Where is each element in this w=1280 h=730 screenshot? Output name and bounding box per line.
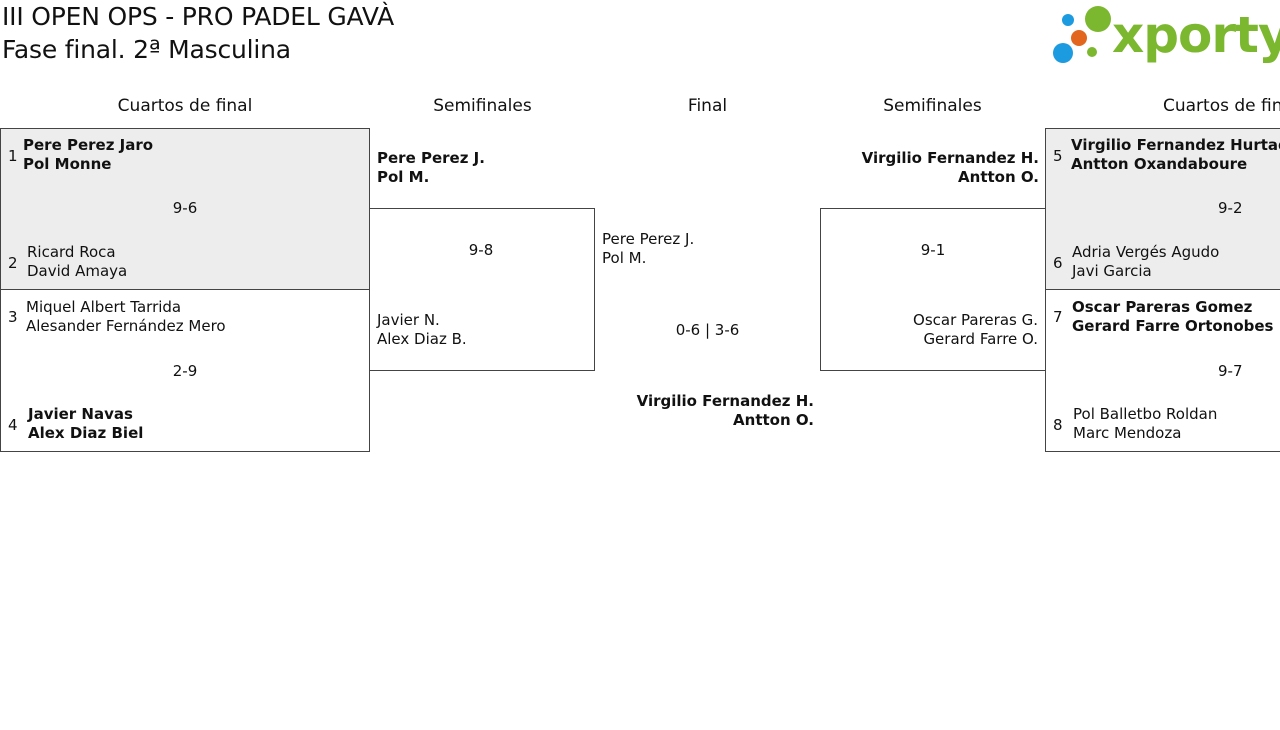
heading-final: Final [687,96,728,116]
player-name: Pol M. [602,249,647,267]
team-bottom: Ricard Roca David Amaya [27,243,127,281]
team-bottom: Pol Balletbo Roldan Marc Mendoza [1073,405,1217,443]
match-score: 9-6 [172,199,198,217]
seed-number: 2 [8,254,18,272]
seed-number: 8 [1053,416,1063,434]
player-name: Antton O. [958,168,1039,186]
player-name: Marc Mendoza [1073,424,1182,442]
player-name: Pol Monne [23,155,112,173]
match-score: 2-9 [172,362,198,380]
seed-number: 7 [1053,308,1063,326]
player-name: Virgilio Fernandez H. [861,149,1039,167]
team-top: Pere Perez Jaro Pol Monne [23,136,153,174]
player-name: Adria Vergés Agudo [1072,243,1220,261]
player-name: Pere Perez J. [602,230,695,248]
match-score: 9-8 [468,241,494,259]
player-name: Javi Garcia [1072,262,1152,280]
player-name: Antton Oxandaboure [1071,155,1248,173]
player-name: Miquel Albert Tarrida [26,298,182,316]
match-score: 9-1 [920,241,946,259]
heading-right-semis: Semifinales [883,96,982,116]
team-bottom: Adria Vergés Agudo Javi Garcia [1072,243,1219,281]
team-top: Miquel Albert Tarrida Alesander Fernánde… [26,298,226,336]
match-score: 9-2 [1218,199,1243,217]
semi-left-team-bottom: Javier N. Alex Diaz B. [377,311,467,349]
player-name: Pol M. [377,168,430,186]
team-top: Oscar Pareras Gomez Gerard Farre Ortonob… [1072,298,1274,336]
semi-right-connector: 9-1 [820,208,1046,371]
player-name: Alex Diaz Biel [28,424,144,442]
player-name: Alesander Fernández Mero [26,317,226,335]
semi-right-team-top: Virgilio Fernandez H. Antton O. [820,149,1039,187]
seed-number: 1 [8,147,18,165]
match-box-qf1: 1 Pere Perez Jaro Pol Monne 9-6 2 Ricard… [0,128,370,290]
player-name: Gerard Farre Ortonobes [1072,317,1274,335]
player-name: Antton O. [733,411,814,429]
player-name: Ricard Roca [27,243,116,261]
team-top: Virgilio Fernandez Hurtado Antton Oxanda… [1071,136,1280,174]
heading-left-quarters: Cuartos de final [117,96,253,116]
match-score: 9-7 [1218,362,1243,380]
final-team-bottom: Virgilio Fernandez H. Antton O. [595,392,814,430]
heading-right-quarters: Cuartos de final [1163,96,1280,116]
player-name: Javier Navas [28,405,133,423]
player-name: Pol Balletbo Roldan [1073,405,1218,423]
player-name: Oscar Pareras G. [913,311,1038,329]
player-name: Pere Perez Jaro [23,136,154,154]
player-name: Oscar Pareras Gomez [1072,298,1253,316]
seed-number: 3 [8,308,18,326]
page-title: III OPEN OPS - PRO PADEL GAVÀ [2,2,395,31]
seed-number: 6 [1053,254,1063,272]
final-team-top: Pere Perez J. Pol M. [602,230,694,268]
player-name: Javier N. [377,311,440,329]
player-name: Alex Diaz B. [377,330,467,348]
team-bottom: Javier Navas Alex Diaz Biel [28,405,143,443]
player-name: Pere Perez J. [377,149,485,167]
player-name: David Amaya [27,262,128,280]
seed-number: 5 [1053,147,1063,165]
seed-number: 4 [8,416,18,434]
xporty-logo: xporty [1050,4,1280,68]
semi-left-team-top: Pere Perez J. Pol M. [377,149,485,187]
player-name: Virgilio Fernandez Hurtado [1071,136,1280,154]
player-name: Gerard Farre O. [923,330,1038,348]
semi-right-team-bottom: Oscar Pareras G. Gerard Farre O. [820,311,1038,349]
match-box-qf2: 3 Miquel Albert Tarrida Alesander Fernán… [0,289,370,452]
final-score: 0-6 | 3-6 [675,321,740,339]
match-box-qf3: 5 Virgilio Fernandez Hurtado Antton Oxan… [1045,128,1280,290]
semi-left-connector: 9-8 [369,208,595,371]
logo-dots-icon [1053,6,1111,63]
match-box-qf4: 7 Oscar Pareras Gomez Gerard Farre Orton… [1045,289,1280,452]
page-subtitle: Fase final. 2ª Masculina [2,35,291,64]
logo-text: xporty [1112,6,1280,64]
heading-left-semis: Semifinales [433,96,532,116]
player-name: Virgilio Fernandez H. [636,392,814,410]
